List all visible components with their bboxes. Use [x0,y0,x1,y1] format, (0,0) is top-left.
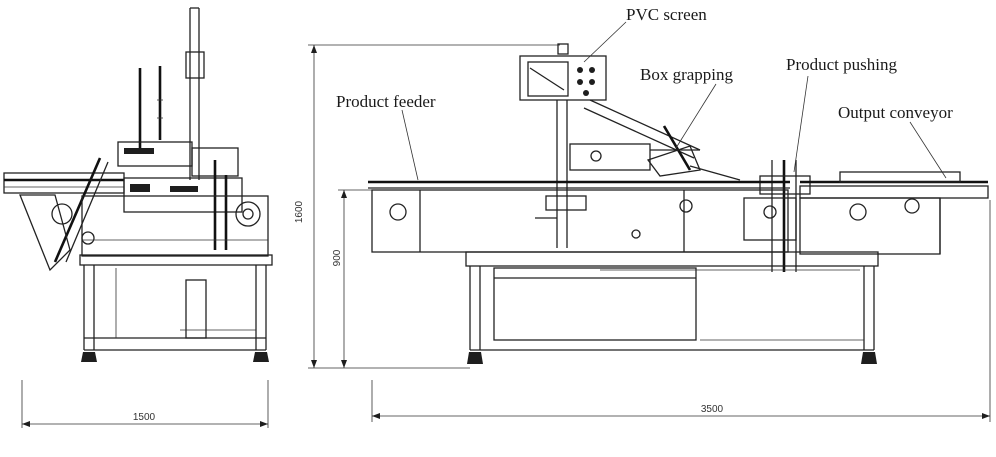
front-width-dimension: 3500 [701,404,724,415]
product-feeder-label: Product feeder [336,92,436,111]
output-conveyor-label: Output conveyor [838,103,953,122]
side-view [3,7,273,428]
box-grapping-label: Box grapping [640,65,734,84]
total-height-dimension: 1600 [294,200,305,223]
front-view [308,21,991,422]
side-width-dimension: 1500 [133,412,156,423]
table-height-dimension: 900 [332,249,343,266]
pvc-screen-label: PVC screen [626,5,707,24]
product-pushing-label: Product pushing [786,55,897,74]
